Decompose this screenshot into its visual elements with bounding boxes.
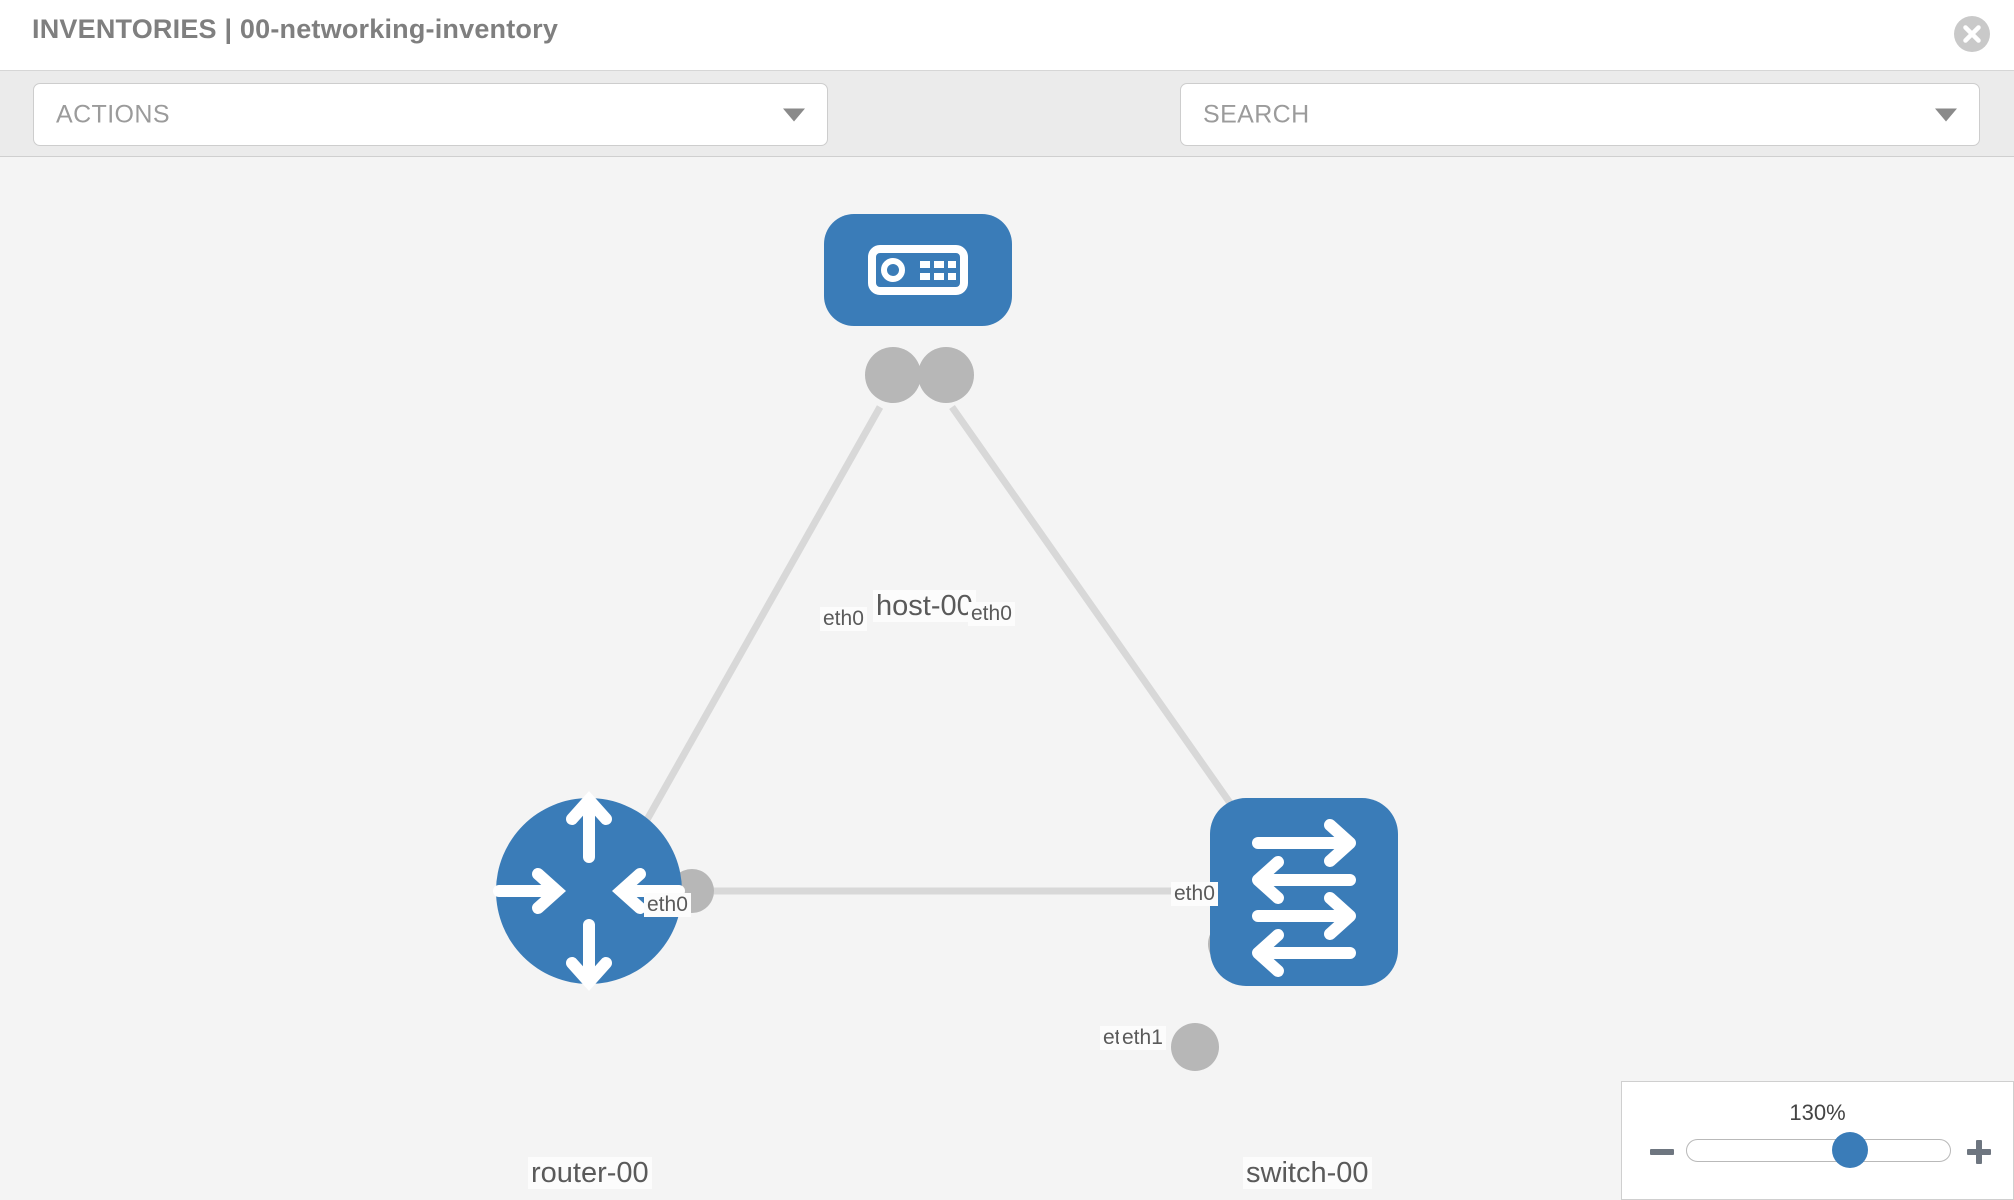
interface-label-switch-link-host[interactable]: eth0 <box>1171 882 1218 907</box>
topology-canvas[interactable]: host-00 router-00 switch-00 eth0 eth0 et… <box>0 157 2014 1200</box>
chevron-down-icon[interactable] <box>1935 108 1957 121</box>
zoom-control-panel: 130% <box>1621 1081 2014 1200</box>
zoom-out-button[interactable] <box>1648 1138 1676 1166</box>
page-title: INVENTORIES | 00-networking-inventory <box>32 14 559 44</box>
node-label-router-00[interactable]: router-00 <box>528 1157 652 1190</box>
topology-toolbar: ACTIONS SEARCH <box>0 70 2014 204</box>
interface-label-host-left[interactable]: eth0 <box>820 607 867 632</box>
zoom-slider-track[interactable] <box>1686 1139 1951 1162</box>
search-input[interactable]: SEARCH <box>1180 83 1980 146</box>
port-switch-left <box>1171 1023 1219 1071</box>
chevron-down-icon[interactable] <box>783 108 805 121</box>
window-header: INVENTORIES | 00-networking-inventory <box>0 0 2014 70</box>
topology-links <box>622 404 1271 895</box>
search-placeholder: SEARCH <box>1203 100 1310 128</box>
interface-label-router-link-host[interactable]: eth0 <box>644 893 691 918</box>
close-icon[interactable] <box>1954 16 1990 52</box>
link-host-router <box>622 405 884 859</box>
interface-label-switch-eth1[interactable]: eth1 <box>1119 1026 1166 1051</box>
router-arrows-icon <box>493 791 685 991</box>
node-switch-00 <box>1210 798 1398 986</box>
node-router-00 <box>493 791 685 991</box>
interface-label-host-right[interactable]: eth0 <box>968 602 1015 627</box>
actions-dropdown[interactable]: ACTIONS <box>33 83 828 146</box>
zoom-in-button[interactable] <box>1965 1138 1993 1166</box>
node-label-switch-00[interactable]: switch-00 <box>1243 1157 1372 1190</box>
zoom-slider-thumb[interactable] <box>1832 1132 1869 1168</box>
topology-graph <box>493 214 1398 1071</box>
node-host-00 <box>824 214 1012 326</box>
server-icon <box>868 245 968 295</box>
node-label-host-00[interactable]: host-00 <box>873 590 976 623</box>
port-host-right <box>918 347 974 403</box>
zoom-level-label: 130% <box>1789 1100 1846 1125</box>
switch-arrows-icon <box>1252 819 1356 977</box>
link-host-switch <box>949 404 1271 860</box>
port-host-left <box>865 347 921 403</box>
actions-dropdown-label: ACTIONS <box>56 100 170 128</box>
